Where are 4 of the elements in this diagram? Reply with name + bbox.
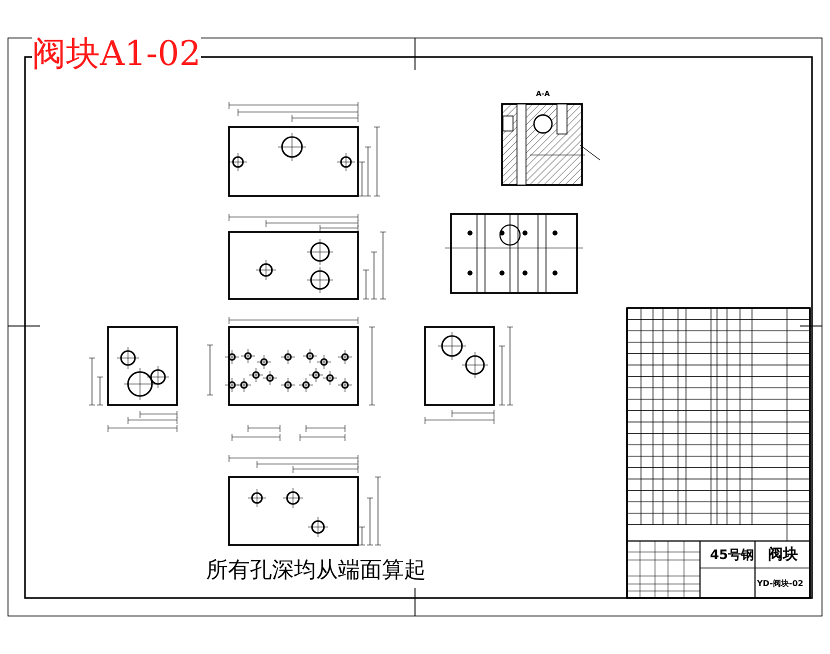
title-block-text: 45号钢 — [710, 549, 754, 562]
note-text: 所有孔深均从端面算起 — [206, 560, 426, 582]
title-block-text: YD-阀块-02 — [757, 580, 804, 588]
title-block-text: 阀块 — [768, 547, 798, 562]
